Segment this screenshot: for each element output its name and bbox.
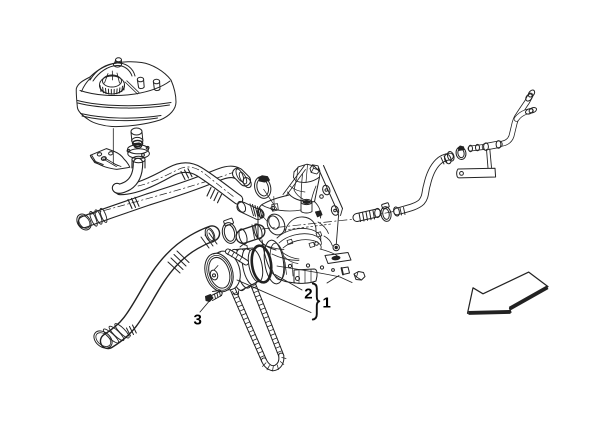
svg-text:2: 2 (304, 286, 312, 303)
svg-text:3: 3 (194, 312, 202, 329)
svg-text:1: 1 (323, 295, 331, 312)
